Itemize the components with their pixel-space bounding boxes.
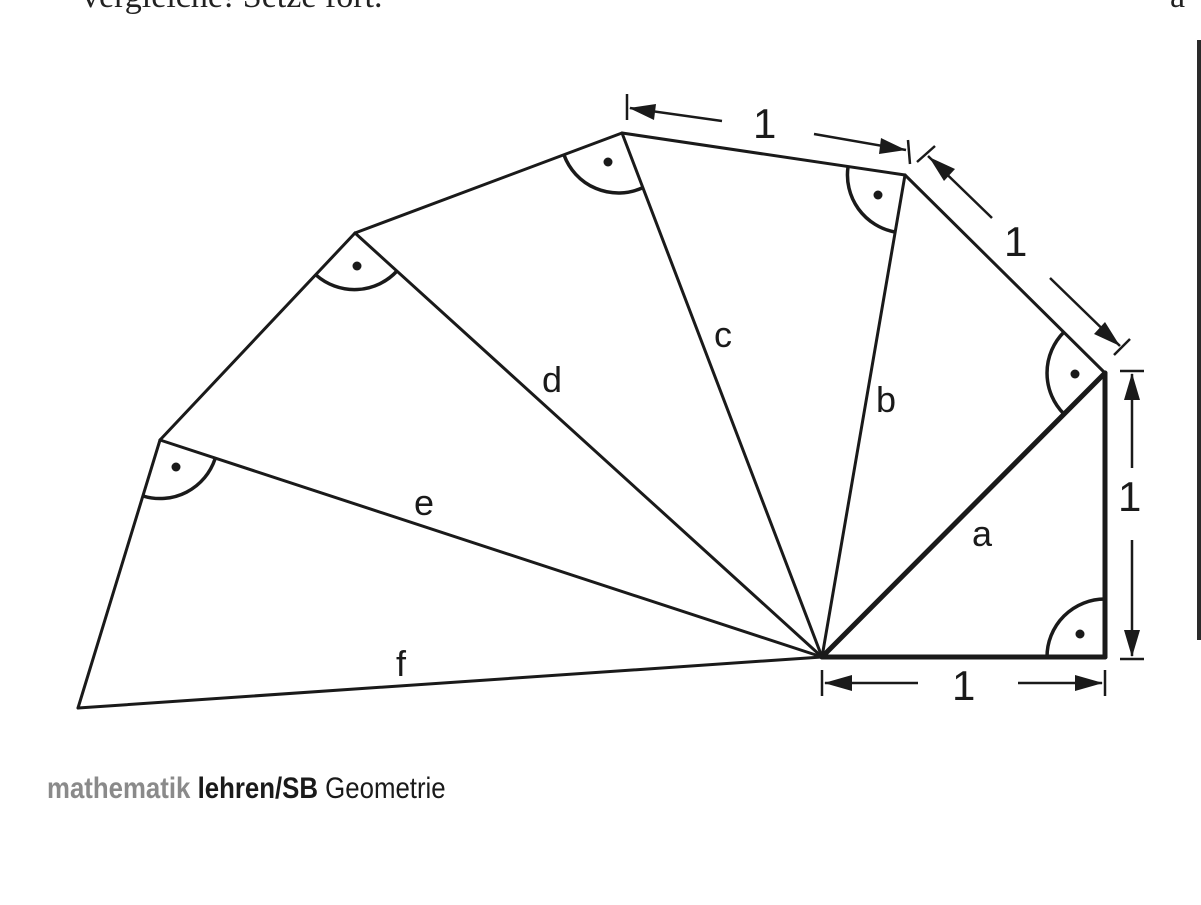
arrowhead — [879, 138, 906, 154]
angle-dot — [1070, 369, 1080, 379]
edge-outer-2 — [620, 131, 907, 177]
footer-brand-series: lehren/SB — [197, 772, 319, 805]
arrow-heads — [629, 104, 1140, 691]
publication-footer: mathematik lehren/SB Geometrie — [47, 772, 446, 806]
dimension-label-top: 1 — [753, 100, 776, 147]
page-edge-shadow — [1197, 40, 1201, 640]
edge-outer-4 — [158, 231, 357, 442]
footer-subject: Geometrie — [325, 772, 446, 805]
segment-d-line — [353, 231, 824, 659]
segment-label-e: e — [414, 482, 434, 523]
arrowhead — [929, 157, 955, 181]
arrowhead — [824, 675, 852, 691]
edge-outer-5 — [76, 438, 162, 710]
edge-outer-3 — [353, 131, 624, 235]
arrowhead — [629, 104, 656, 120]
segment-label-c: c — [714, 314, 732, 355]
arrowhead — [1124, 630, 1140, 657]
right-angle-marker-2 — [845, 166, 896, 234]
right-angle-marker-1 — [1045, 330, 1066, 416]
segment-label-b: b — [876, 379, 896, 420]
segment-label-a: a — [972, 513, 993, 554]
cut-off-header-text: vergleiche! Setze fort. — [82, 0, 383, 16]
triangle-edges — [76, 131, 1107, 710]
cut-off-header-text-right: a — [1170, 0, 1185, 16]
right-angle-dots — [171, 157, 1085, 639]
right-angle-markers — [142, 154, 1106, 658]
right-angle-marker-base — [1045, 597, 1106, 658]
segment-e-line — [158, 438, 824, 659]
arrowhead — [1124, 373, 1140, 400]
dimension-label-bottom: 1 — [952, 662, 975, 709]
right-angle-marker-4 — [314, 269, 399, 292]
dim-slant-tick-top — [916, 145, 936, 163]
segment-label-f: f — [396, 643, 407, 684]
angle-dot — [873, 190, 883, 200]
arrowhead — [1094, 322, 1120, 346]
segment-a-line — [819, 370, 1108, 660]
dim-slant-tick-bottom — [1113, 338, 1131, 356]
segment-c-line — [620, 131, 824, 659]
arrowhead — [1075, 675, 1103, 691]
angle-dot — [352, 261, 362, 271]
edge-outer-1 — [903, 173, 1107, 375]
segment-f-line — [76, 655, 824, 710]
dimension-label-right: 1 — [1118, 473, 1141, 520]
angle-dot — [603, 157, 613, 167]
angle-dot — [1075, 629, 1085, 639]
base-triangle — [819, 370, 1108, 660]
dimension-label-slant: 1 — [1004, 218, 1027, 265]
angle-dot — [171, 462, 181, 472]
dim-top-tick-right — [906, 139, 912, 165]
right-angle-marker-5 — [142, 458, 217, 501]
segment-b-line — [820, 173, 907, 659]
segment-label-d: d — [542, 359, 562, 400]
right-angle-marker-3 — [562, 154, 643, 195]
footer-brand: mathematik — [47, 772, 191, 805]
